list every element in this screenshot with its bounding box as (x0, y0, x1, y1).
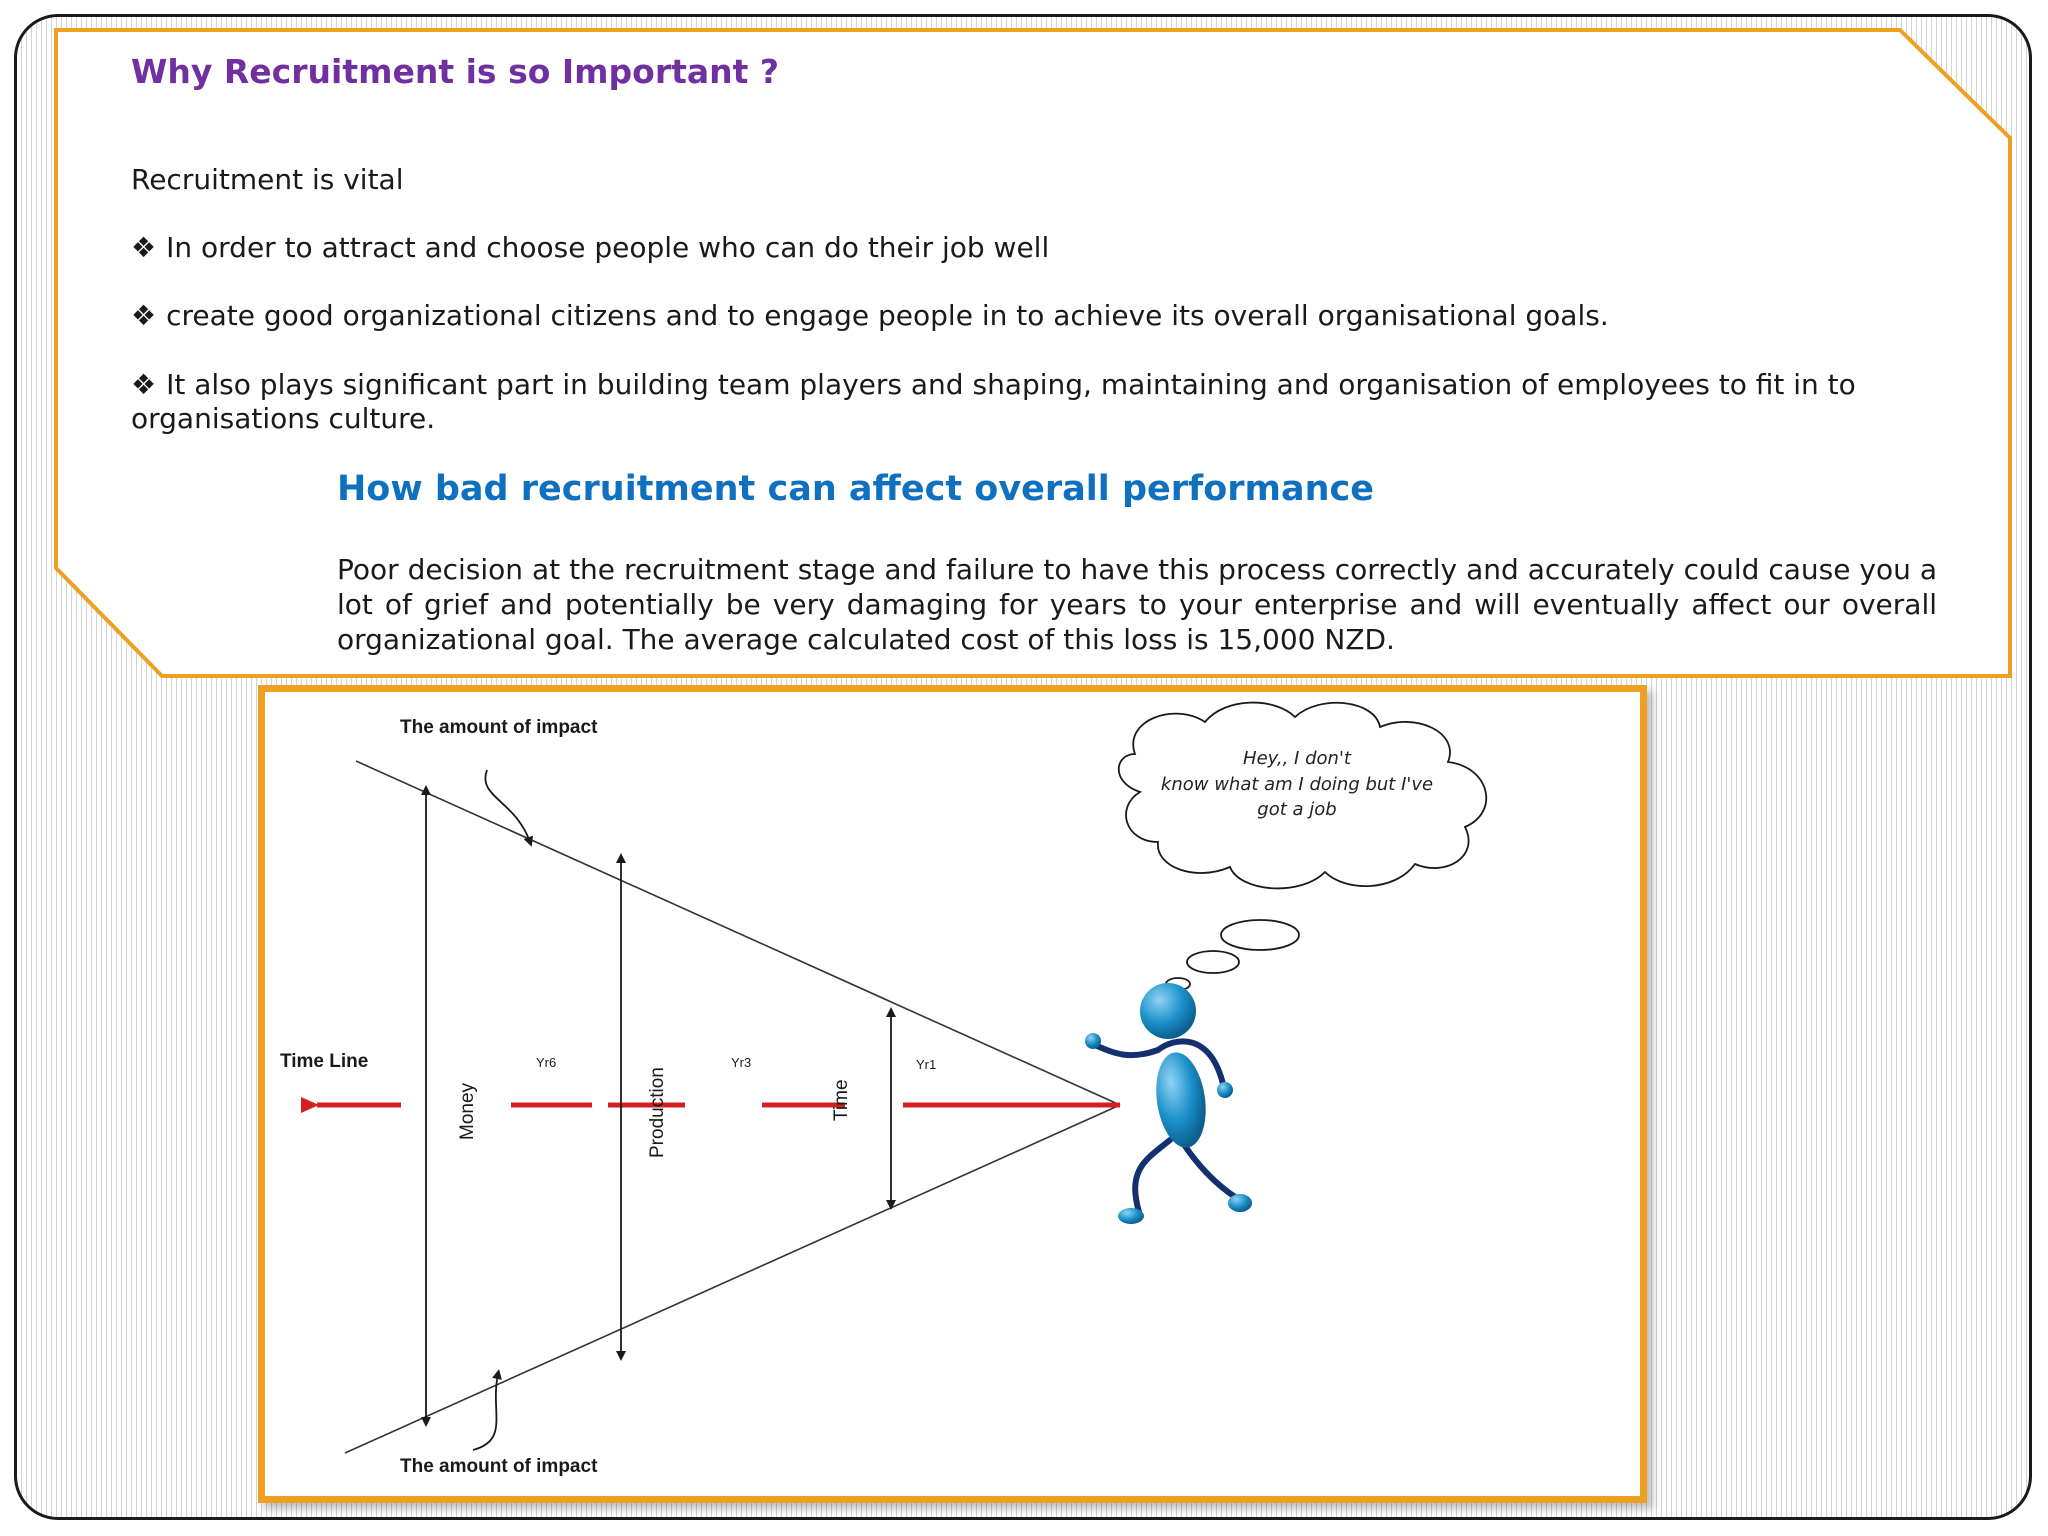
impact-wedge-top (355, 760, 1121, 1106)
thought-text-line: Hey,, I don't (1243, 748, 1352, 769)
impact-label-bottom: The amount of impact (400, 1456, 598, 1477)
year-label: Yr1 (916, 1057, 936, 1072)
impact-diagram: The amount of impact The amount of impac… (258, 685, 1647, 1503)
axis-label-time: Time (831, 1079, 852, 1121)
impact-diagram-canvas: The amount of impact The amount of impac… (280, 701, 1488, 1477)
bullet-icon: ❖ (131, 231, 157, 264)
year-label: Yr3 (731, 1055, 751, 1070)
section-subtitle: How bad recruitment can affect overall p… (337, 469, 1375, 509)
bullet-item: ❖It also plays significant part in build… (131, 368, 1911, 436)
impact-wedge-bottom (344, 1104, 1121, 1454)
bullet-text: create good organizational citizens and … (166, 299, 1609, 332)
impact-pointer-top (484, 769, 534, 847)
axis-label-production: Production (647, 1067, 668, 1158)
slide-title: Why Recruitment is so Important ? (131, 52, 780, 91)
running-figure-icon (1085, 983, 1252, 1224)
bullet-item: ❖ create good organizational citizens and… (131, 299, 1911, 333)
thought-text-line: know what am I doing but I've (1161, 774, 1433, 795)
axis-label-money: Money (457, 1082, 478, 1140)
thought-bubble (1118, 701, 1488, 991)
bullet-icon: ❖ (131, 368, 157, 401)
bullet-item: ❖ In order to attract and choose people w… (131, 231, 1911, 265)
intro-text: Recruitment is vital (131, 163, 404, 196)
cost-paragraph: Poor decision at the recruitment stage a… (337, 553, 1937, 656)
bullet-text: It also plays significant part in buildi… (131, 368, 1856, 435)
impact-pointer-bottom (472, 1369, 502, 1451)
bullet-icon: ❖ (131, 299, 157, 332)
thought-text-line: got a job (1257, 799, 1336, 820)
bullet-text: In order to attract and choose people wh… (166, 231, 1050, 264)
impact-label-top: The amount of impact (400, 717, 598, 738)
timeline-label: Time Line (280, 1051, 368, 1072)
year-label: Yr6 (536, 1055, 556, 1070)
text-panel-outline (54, 28, 2012, 678)
